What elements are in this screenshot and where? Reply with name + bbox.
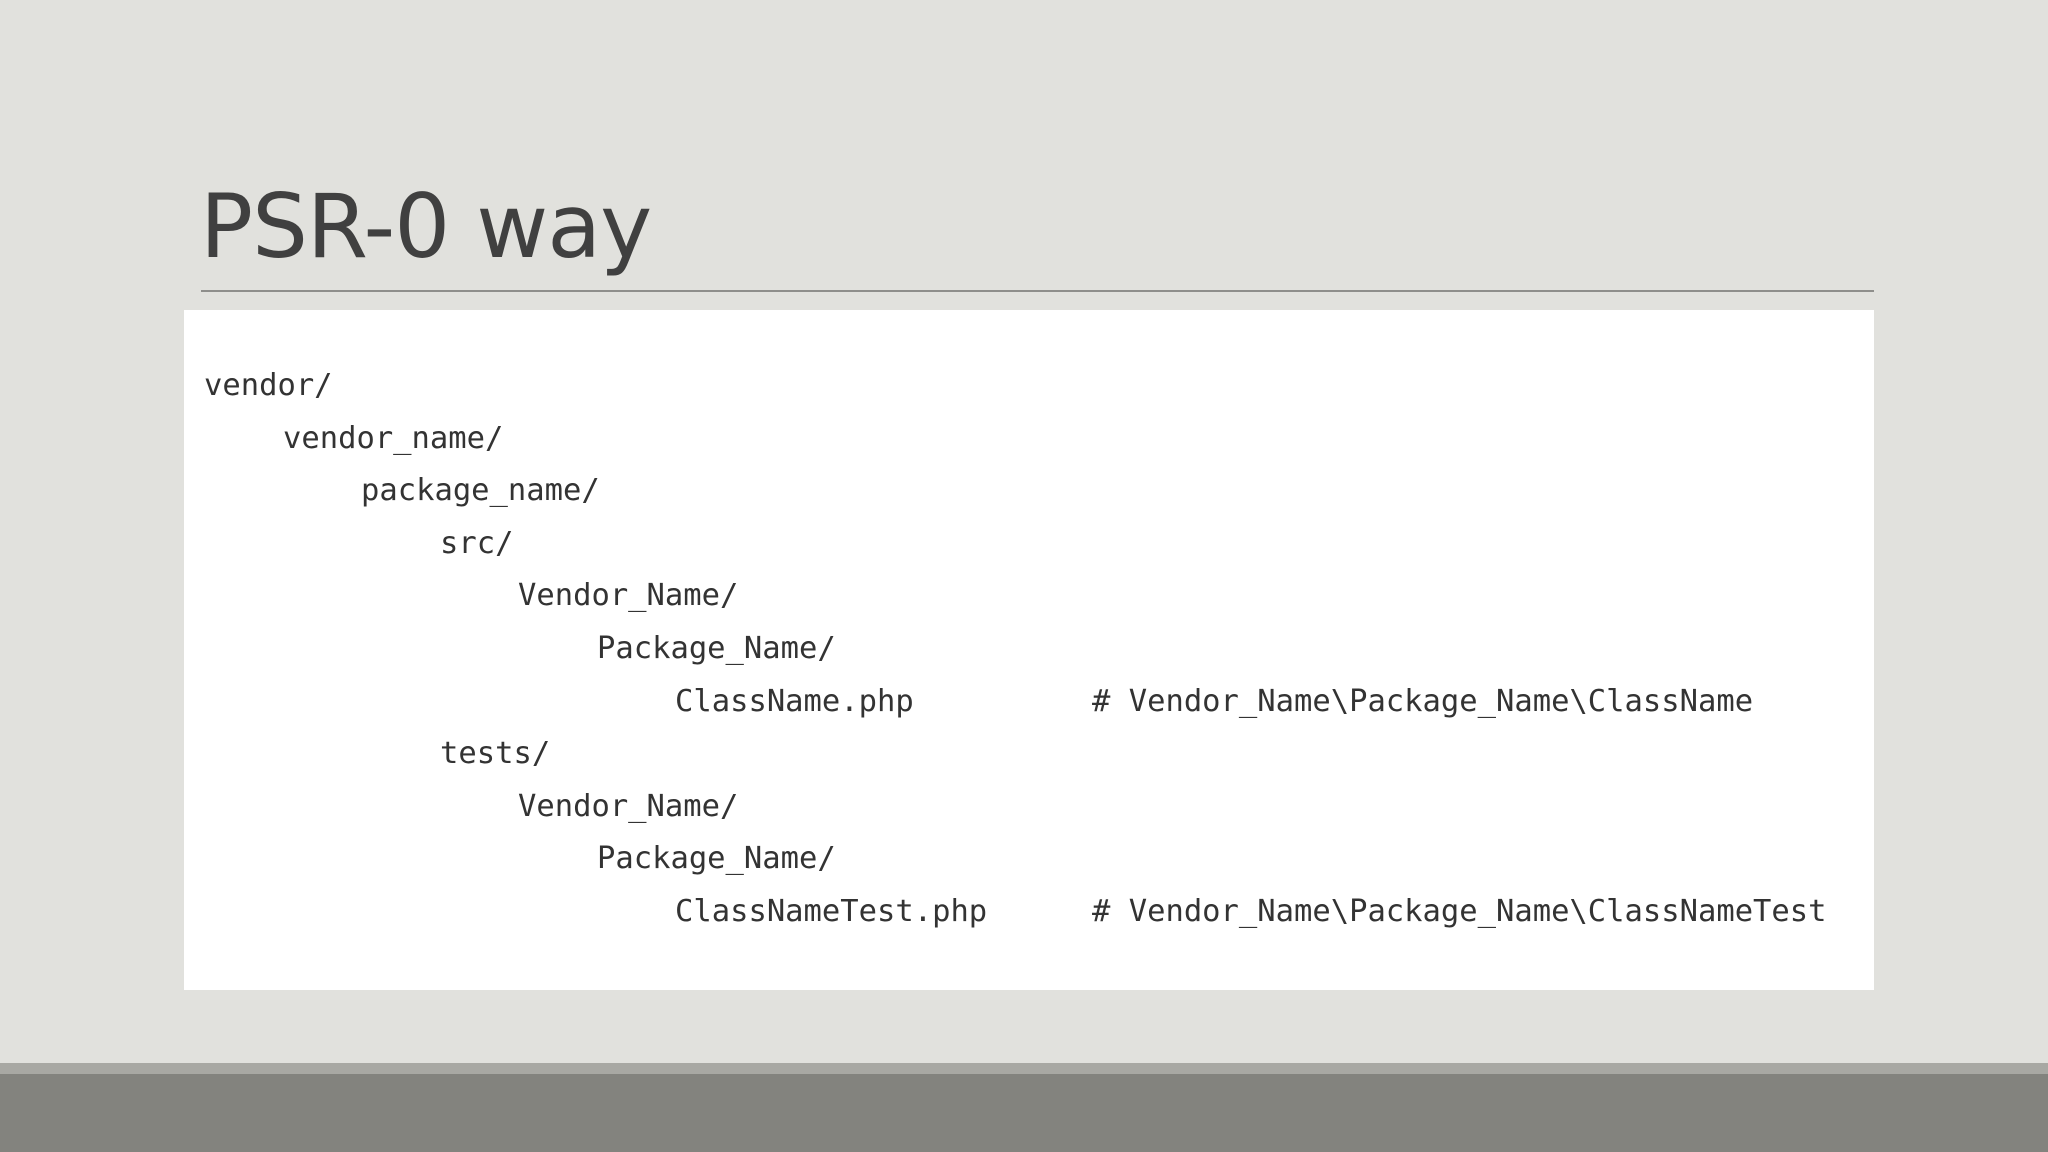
code-line-tests: tests/ xyxy=(204,728,987,781)
code-comment: # Vendor_Name\Package_Name\ClassNameTest xyxy=(1092,893,1827,929)
code-line-text: ClassNameTest.php xyxy=(675,893,988,929)
code-line-tests-package-name: Package_Name/ xyxy=(204,833,987,886)
directory-tree-code: vendor/vendor_name/package_name/src/Vend… xyxy=(204,360,1827,939)
code-panel: vendor/vendor_name/package_name/src/Vend… xyxy=(184,310,1874,990)
code-line-text: Vendor_Name/ xyxy=(518,578,739,614)
code-line-classname-php: ClassName.php # Vendor_Name\Package_Name\… xyxy=(204,676,1753,729)
code-line-src: src/ xyxy=(204,518,987,571)
code-line-src-package-name: Package_Name/ xyxy=(204,623,987,676)
code-line-text: Package_Name/ xyxy=(597,630,836,666)
code-line-package-name: package_name/ xyxy=(204,465,987,518)
footer-bar xyxy=(0,1074,2048,1152)
code-line-classnametest-php: ClassNameTest.php # Vendor_Name\Package_N… xyxy=(204,886,1827,939)
code-line-text: vendor/ xyxy=(204,368,333,403)
code-line-text: Vendor_Name/ xyxy=(518,788,739,824)
footer-divider xyxy=(0,1063,2048,1074)
code-line-tests-vendor-name: Vendor_Name/ xyxy=(204,781,987,834)
code-line-vendor: vendor/ xyxy=(204,360,987,413)
title-divider xyxy=(201,290,1874,292)
slide-title: PSR-0 way xyxy=(200,175,652,278)
code-line-text: src/ xyxy=(440,525,514,561)
code-line-text: package_name/ xyxy=(361,473,600,509)
code-line-text: vendor_name/ xyxy=(283,420,504,456)
code-line-text: Package_Name/ xyxy=(597,841,836,877)
code-line-text: tests/ xyxy=(440,736,551,772)
code-line-vendor-name: vendor_name/ xyxy=(204,413,987,466)
code-comment: # Vendor_Name\Package_Name\ClassName xyxy=(1092,683,1754,719)
code-line-text: ClassName.php xyxy=(675,683,914,719)
code-line-src-vendor-name: Vendor_Name/ xyxy=(204,570,987,623)
